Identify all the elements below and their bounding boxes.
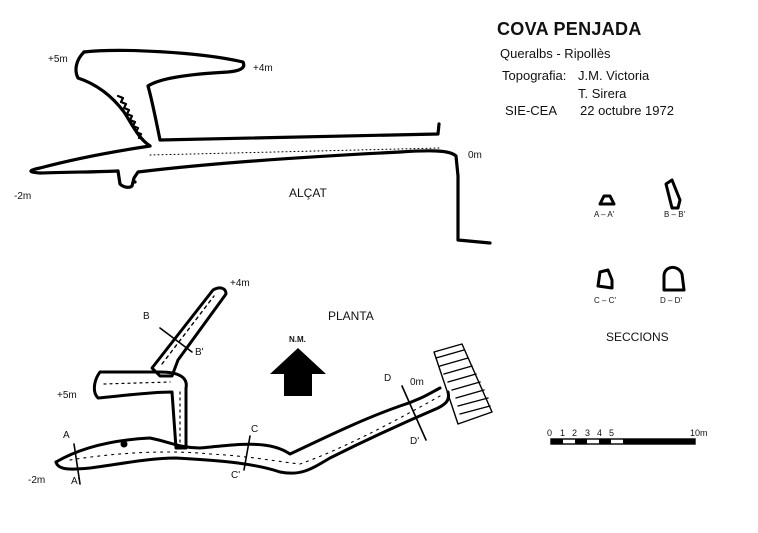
plan-main-stipple	[69, 395, 441, 465]
elevation-depth-plus4: +4m	[253, 63, 273, 74]
scale-tick-4: 4	[597, 428, 603, 438]
elevation-upper-chamber-left	[74, 50, 152, 148]
scale-tick-1: 1	[560, 428, 566, 438]
scale-tick-3: 3	[585, 428, 591, 438]
scale-seg-4	[623, 439, 695, 444]
plan-depth-plus5: +5m	[57, 390, 77, 401]
elevation-upper-chamber	[82, 48, 441, 142]
north-label: N.M.	[289, 335, 306, 344]
section-label-c: C – C'	[594, 296, 616, 305]
section-d-shape	[662, 266, 686, 292]
section-label-d: D – D'	[660, 296, 682, 305]
section-mark-b-prime: B'	[195, 347, 204, 358]
scale-seg-2	[575, 439, 587, 444]
elevation-depth-plus5: +5m	[48, 54, 68, 65]
plan-depth-plus4: +4m	[230, 278, 250, 289]
section-mark-a: A	[63, 430, 70, 441]
elevation-gallery-floor	[116, 149, 492, 245]
section-b-shape	[664, 178, 682, 210]
elevation-profile	[29, 48, 492, 245]
plan-label: PLANTA	[328, 309, 374, 323]
section-c-shape	[596, 268, 614, 290]
elevation-step-texture	[116, 94, 143, 140]
scale-bar	[550, 438, 696, 445]
elevation-depth-minus2: -2m	[14, 191, 32, 202]
plan-depth-zero: 0m	[410, 377, 424, 388]
section-mark-a-prime: A'	[71, 476, 80, 487]
section-mark-c-prime: C'	[231, 470, 241, 481]
north-arrow	[270, 348, 326, 396]
north-arrow-icon	[270, 348, 326, 396]
plan-diagonal-inner	[161, 295, 215, 365]
scale-tick-5: 5	[609, 428, 615, 438]
cut-d	[401, 385, 427, 441]
cut-a	[73, 443, 81, 485]
plan-diagonal-branch	[150, 286, 228, 378]
plan-feature-dot	[120, 440, 128, 448]
scale-seg-1	[551, 439, 563, 444]
organization-text: SIE-CEA	[505, 103, 558, 118]
scale-tick-2: 2	[572, 428, 578, 438]
sections-heading: SECCIONS	[606, 330, 669, 344]
elevation-label: ALÇAT	[289, 186, 327, 200]
elevation-depth-zero: 0m	[468, 150, 482, 161]
plan-main-gallery-bottom	[54, 390, 450, 475]
plan-depth-minus2: -2m	[28, 475, 46, 486]
entrance-slope-hatching	[433, 343, 493, 425]
topography-label: Topografia:	[502, 68, 567, 83]
cross-sections	[596, 178, 686, 292]
scale-tick-10m: 10m	[690, 428, 708, 438]
cut-c	[243, 435, 251, 471]
scale-tick-0: 0	[547, 428, 553, 438]
section-label-a: A – A'	[594, 210, 615, 219]
topography-author-1: J.M. Victoria	[578, 68, 650, 83]
plan-main-gallery-top	[54, 386, 442, 464]
elevation-gallery-stipple	[149, 147, 441, 156]
scale-seg-3	[599, 439, 611, 444]
elevation-entrance-dot	[133, 180, 137, 184]
section-label-b: B – B'	[664, 210, 686, 219]
plan-upper-gallery	[92, 370, 188, 450]
section-a-shape	[598, 194, 616, 206]
section-mark-b: B	[143, 311, 150, 322]
plan-upper-stipple	[103, 381, 181, 443]
elevation-gallery-ceiling	[29, 144, 152, 175]
section-mark-c: C	[251, 424, 259, 435]
survey-date: 22 octubre 1972	[580, 103, 674, 118]
section-mark-d: D	[384, 373, 392, 384]
section-mark-d-prime: D'	[410, 436, 420, 447]
plan-view	[54, 286, 493, 485]
cut-b	[159, 327, 193, 353]
map-title: COVA PENJADA	[497, 19, 642, 39]
location-text: Queralbs - Ripollès	[500, 46, 611, 61]
section-cut-marks	[73, 327, 427, 485]
topography-author-2: T. Sirera	[578, 86, 627, 101]
